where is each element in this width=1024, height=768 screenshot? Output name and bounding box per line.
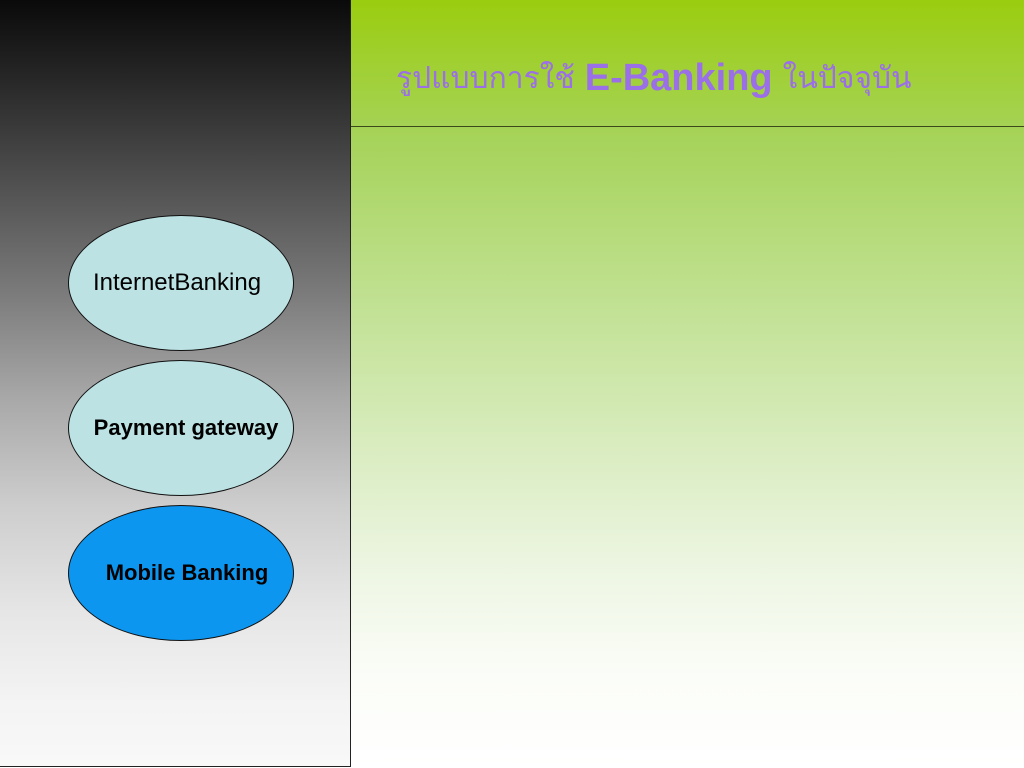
title-prefix: รูปแบบการใช้ [396,60,575,96]
title-divider [351,126,1024,127]
mobile-banking-bubble[interactable]: Mobile Banking [68,505,294,641]
internet-banking-label: InternetBanking [92,269,262,296]
payment-gateway-bubble[interactable]: Payment gateway [68,360,294,496]
slide-title: รูปแบบการใช้ E-Banking ในปัจจุบัน [396,50,996,106]
title-main: E-Banking [584,56,773,99]
mobile-banking-label: Mobile Banking [105,560,269,585]
internet-banking-bubble[interactable]: InternetBanking [68,215,294,351]
title-suffix: ในปัจจุบัน [782,60,912,96]
payment-gateway-label: Payment gateway [93,415,279,440]
